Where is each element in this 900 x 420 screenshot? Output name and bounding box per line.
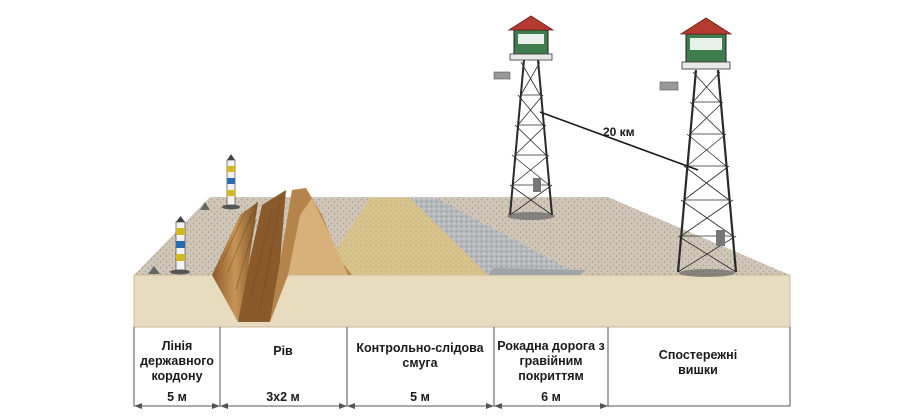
trench-mound-shade [288, 198, 348, 275]
control-trace-strip [320, 198, 488, 275]
zone-name-line: Рів [273, 344, 293, 358]
zone-name-line: державного [140, 354, 214, 368]
zone-name-line: Лінія [162, 339, 193, 353]
trench [212, 188, 352, 322]
zone-name-line: гравійним [519, 354, 582, 368]
trench-floor [238, 190, 286, 322]
dimension-arrows [134, 403, 608, 409]
tower-distance-line [539, 111, 699, 171]
road-edge [488, 268, 586, 275]
control-strip-and-road [320, 198, 586, 275]
tower-distance-label: 20 км [603, 125, 635, 139]
zone-size: 5 м [167, 390, 187, 404]
small-marker-left [148, 202, 210, 274]
observation-tower-front [659, 17, 738, 277]
observation-tower-back [493, 15, 555, 220]
zone-size: 5 м [410, 390, 430, 404]
zone-name-line: смуга [402, 356, 438, 370]
zone-size: 3х2 м [266, 390, 300, 404]
border-post-front [170, 216, 190, 275]
zone-name-line: кордону [151, 369, 202, 383]
gravel-road [410, 198, 580, 275]
trench-wood-lines [221, 203, 281, 311]
zone-name-line: Спостережні [659, 348, 737, 362]
zone-size: 6 м [541, 390, 561, 404]
zone-name-line: покриттям [518, 369, 584, 383]
zone-labels: Лінія державного кордону 5 м Рів 3х2 м К… [140, 339, 737, 404]
zone-table [133, 327, 791, 409]
zone-name-line: Контрольно-слідова [356, 341, 484, 355]
zone-name-line: Рокадна дорога з [497, 339, 604, 353]
border-post-back [222, 154, 240, 210]
trench-near-wall [212, 202, 258, 322]
zone-name-line: вишки [678, 363, 718, 377]
